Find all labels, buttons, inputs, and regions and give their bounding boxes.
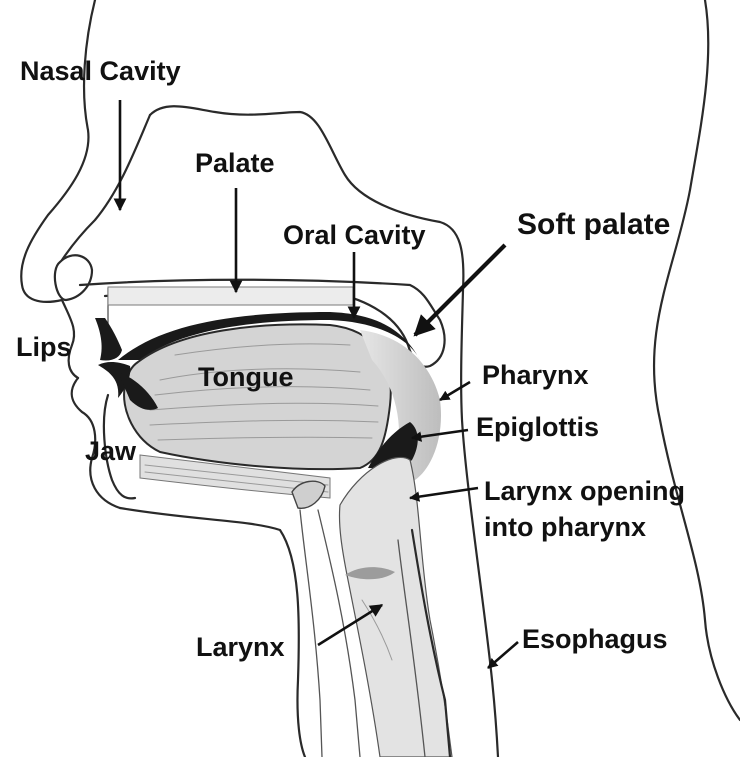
label-nasal-cavity: Nasal Cavity (20, 56, 181, 86)
jaw-structure (102, 393, 331, 509)
arrow-epiglottis (410, 428, 469, 442)
label-jaw: Jaw (85, 436, 137, 466)
label-epiglottis: Epiglottis (476, 412, 599, 442)
label-larynx: Larynx (196, 632, 285, 662)
arrow-larynx-opening (408, 486, 479, 502)
throat-tubes (299, 456, 453, 757)
pharynx-shading (360, 330, 441, 483)
head-profile (20, 0, 740, 757)
label-palate: Palate (195, 148, 275, 178)
tongue-shape (123, 323, 392, 471)
arrow-pharynx (439, 380, 471, 402)
label-tongue: Tongue (198, 362, 293, 392)
label-esophagus: Esophagus (522, 624, 668, 654)
label-soft-palate: Soft palate (517, 208, 670, 241)
label-oral-cavity: Oral Cavity (283, 220, 426, 250)
labels: Nasal Cavity Palate Oral Cavity Soft pal… (16, 56, 685, 662)
label-lips: Lips (16, 332, 72, 362)
label-arrows (113, 100, 519, 669)
arrow-larynx (317, 603, 384, 647)
oral-roof (118, 312, 420, 360)
label-larynx-opening-line1: Larynx opening (484, 476, 685, 506)
arrow-soft-palate (413, 243, 507, 337)
lips-shape (95, 318, 158, 410)
label-larynx-opening-line2: into pharynx (484, 512, 646, 542)
arrow-esophagus (487, 641, 519, 669)
label-pharynx: Pharynx (482, 360, 589, 390)
